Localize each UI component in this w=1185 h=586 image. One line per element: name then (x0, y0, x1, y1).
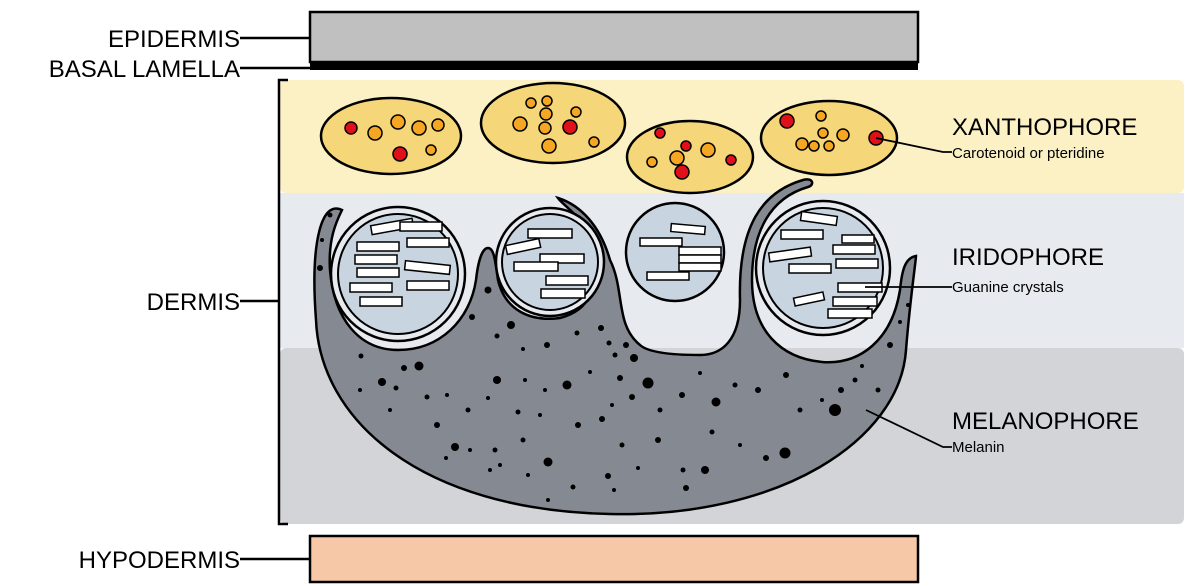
hypodermis-label: HYPODERMIS (79, 547, 240, 574)
iridophore-cell-2 (494, 206, 606, 318)
xanthophore-subtitle: Carotenoid or pteridine (952, 145, 1105, 162)
melanophore-subtitle: Melanin (952, 439, 1005, 456)
melanophore-cell (313, 178, 918, 516)
basal-lamella-layer (310, 61, 918, 70)
xanthophore-leader (875, 137, 952, 153)
iridophore-title: IRIDOPHORE (952, 244, 1104, 271)
xanthophore-title: XANTHOPHORE (952, 114, 1137, 141)
epidermis-label: EPIDERMIS (108, 26, 240, 53)
xanthophore-cell-4 (759, 99, 899, 177)
iridophore-cell-1 (329, 205, 467, 343)
iridophore-cell-3 (624, 201, 726, 303)
melanophore-title: MELANOPHORE (952, 408, 1139, 435)
xanthophore-cell-2 (479, 81, 627, 165)
iridophore-cell-4 (754, 199, 892, 337)
xanthophore-cell-3 (625, 119, 755, 195)
melanophore-leader (865, 409, 952, 448)
hypodermis-layer (308, 534, 920, 584)
melanin-granules (317, 212, 910, 502)
dermis-label: DERMIS (147, 289, 240, 316)
iridophore-subtitle: Guanine crystals (952, 279, 1064, 296)
epidermis-layer (308, 10, 920, 64)
basal-lamella-label: BASAL LAMELLA (49, 56, 240, 83)
xanthophore-cell-1 (319, 96, 463, 176)
